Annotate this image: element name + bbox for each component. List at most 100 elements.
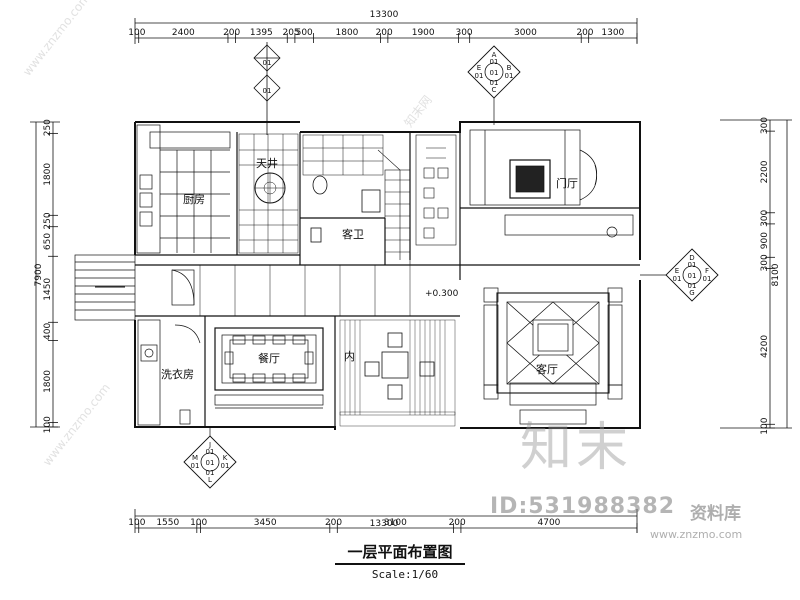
index-tag-n-bottom: 01 [490, 79, 499, 87]
guest-bath-fixtures [302, 134, 384, 243]
living-room-furniture [483, 287, 623, 425]
dimension-label: 1550 [156, 518, 179, 528]
dimension-label: 300 [760, 117, 770, 134]
index-tag-bottom: L [208, 476, 212, 484]
display-shelf [415, 134, 457, 246]
index-tag-n-right: 01 [221, 462, 230, 470]
index-tag-right: B [507, 64, 512, 72]
drawing-scale: Scale:1/60 [371, 568, 439, 581]
index-tag-n-left: 01 [673, 275, 682, 283]
inner-room-floor [339, 319, 456, 427]
dimension-label: 200 [576, 28, 593, 38]
dimension-label: 900 [760, 232, 770, 249]
dimension-label: 200 [376, 28, 393, 38]
dimension-label: 2200 [760, 160, 770, 183]
dimension-label: 1395 [250, 28, 273, 38]
dimension-label: 1300 [601, 28, 624, 38]
dimension-label: 1900 [412, 28, 435, 38]
left-dimension-chain [30, 121, 60, 428]
right-dimension-chain [720, 119, 792, 429]
index-tag-top: D [689, 254, 694, 262]
dimension-label: 300 [760, 209, 770, 226]
index-tag-left: E [675, 267, 679, 275]
corridor-floor [199, 265, 411, 316]
index-tag-n-right: 01 [703, 275, 712, 283]
skywell-grid [238, 133, 299, 254]
index-tag-right: F [705, 267, 709, 275]
dimension-label: 300 [760, 254, 770, 271]
index-tag-n-left: 01 [191, 462, 200, 470]
dimension-label: 2400 [172, 28, 195, 38]
dimension-label: 400 [43, 323, 53, 340]
index-tag-left: M [192, 454, 198, 462]
index-tag-top-center-number: 01 [263, 59, 272, 67]
dimension-label: 100 [128, 518, 145, 528]
dimension-label: 250 [43, 119, 53, 136]
index-tag-top-center-sheet: 01 [263, 87, 272, 95]
index-tag-n-top: 01 [688, 261, 697, 269]
index-tag-circle [200, 452, 220, 472]
index-tag-top: A [492, 51, 497, 59]
level-mark: +0.300 [425, 289, 459, 299]
dimension-label: 200 [449, 518, 466, 528]
index-tag-center: 01 [490, 69, 499, 77]
dimension-label: 100 [128, 28, 145, 38]
room-label-living: 客厅 [536, 362, 558, 376]
index-tag-n-bottom: 01 [206, 469, 215, 477]
dimension-label: 250 [43, 212, 53, 229]
index-tag-left: E [477, 64, 481, 72]
index-tag-top-center [253, 42, 281, 135]
kitchen-counters [136, 124, 231, 254]
index-tag-diamond [665, 248, 719, 302]
dimension-label: 1800 [336, 28, 359, 38]
room-label-guest-bath: 客卫 [342, 227, 364, 241]
left-total-dimension: 7900 [34, 263, 44, 286]
index-tag-n-left: 01 [475, 72, 484, 80]
index-tag-diamond [183, 435, 237, 489]
room-label-dining: 餐厅 [258, 351, 280, 365]
index-tag-circle [484, 62, 504, 82]
dimension-label: 650 [43, 233, 53, 250]
dimension-label: 4200 [760, 335, 770, 358]
dimension-label: 200 [223, 28, 240, 38]
dimension-label: 100 [760, 417, 770, 434]
dimension-label: 1800 [43, 370, 53, 393]
dimension-label: 3000 [514, 28, 537, 38]
top-dimension-chain [134, 18, 638, 44]
index-tag-bottom: C [492, 86, 497, 94]
dimension-label: 205 [282, 28, 299, 38]
dimension-label: 300 [455, 28, 472, 38]
exterior-walls [134, 121, 641, 430]
room-label-skywell: 天井 [256, 156, 278, 170]
room-label-foyer: 门厅 [556, 176, 578, 190]
index-tag-n-top: 01 [206, 448, 215, 456]
dimension-label: 100 [43, 416, 53, 433]
entry-stairs [74, 254, 195, 321]
room-label-laundry: 洗衣房 [161, 367, 194, 381]
index-tag-circle [682, 265, 702, 285]
index-tag-top: J [208, 441, 211, 449]
top-total-dimension: 13300 [370, 10, 399, 20]
bottom-total-dimension: 13300 [370, 519, 399, 529]
dimension-label: 200 [325, 518, 342, 528]
dimension-label: 3450 [254, 518, 277, 528]
staircase [377, 149, 411, 266]
foyer-furniture [469, 129, 634, 238]
right-total-dimension: 8100 [771, 263, 781, 286]
dimension-label: 4700 [538, 518, 561, 528]
laundry-fixtures [137, 319, 201, 426]
drawing-title: 一层平面布置图 [335, 541, 465, 565]
index-tag-n-right: 01 [505, 72, 514, 80]
index-tag-bottom: G [689, 289, 694, 297]
dimension-label: 500 [296, 28, 313, 38]
index-tag-center: 01 [206, 459, 215, 467]
index-tag-right: K [223, 454, 228, 462]
dining-table [214, 327, 324, 409]
dimension-label: 1450 [43, 278, 53, 301]
